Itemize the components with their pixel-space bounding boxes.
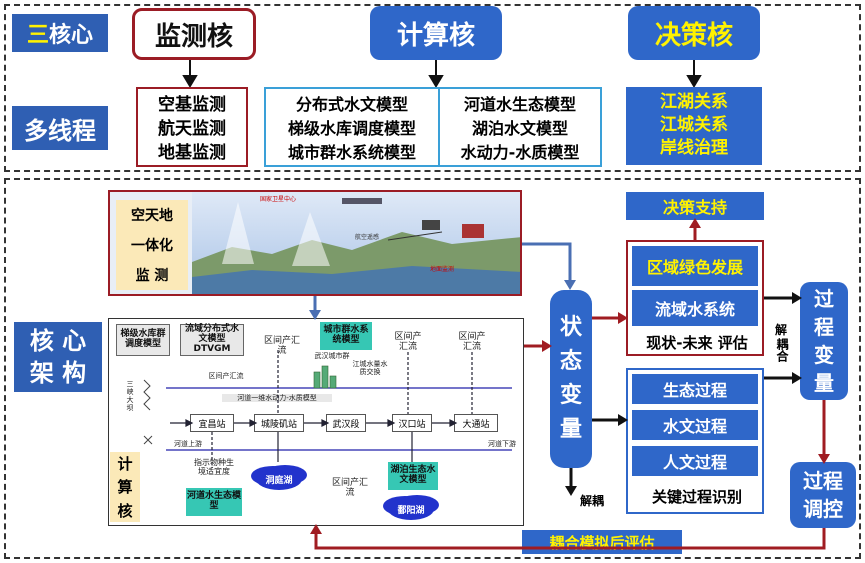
compute-item: 河道水生态模型 — [463, 95, 576, 114]
decision-item: 岸线治理 — [660, 138, 728, 158]
state-char: 变 — [559, 383, 582, 408]
compute-side-char: 核 — [117, 501, 133, 520]
process-control-line: 过程 — [803, 469, 843, 493]
three-char: 三 — [26, 23, 49, 48]
right-decouple-char: 解 — [774, 323, 787, 337]
interval-flow-label: 区间产汇流 — [263, 336, 300, 357]
monitor-side-label: 空天地 一体化 监 测 — [116, 200, 188, 290]
top-arrows — [182, 60, 702, 88]
state-char: 状 — [559, 315, 582, 340]
monitor-items-box: 空基监测 航天监测 地基监测 — [136, 87, 248, 167]
state-variable-box: 状 态 变 量 — [550, 290, 592, 468]
compute-side-char: 算 — [117, 478, 133, 497]
interval-flow-label: 区间产汇流 — [332, 478, 369, 499]
monitor-item: 地基监测 — [158, 143, 226, 163]
interval-flow-label: 区间产汇流 — [208, 372, 244, 380]
process-var-char: 过 — [814, 287, 834, 311]
river-upstream-label: 河道上游 — [174, 440, 202, 448]
compute-left-col: 分布式水文模型 梯级水库调度模型 城市群水系统模型 — [266, 89, 440, 165]
compute-core-box: 计算核 — [370, 6, 502, 60]
photo-label-satellite: 国家卫星中心 — [260, 196, 297, 203]
river-exchange-label: 江城水量水质交换 — [352, 360, 388, 377]
row-label-three-cores: 三核心 — [12, 14, 108, 52]
top-frame — [4, 4, 861, 172]
process-var-char: 量 — [814, 371, 834, 395]
compute-item: 城市群水系统模型 — [287, 143, 416, 162]
compute-item: 湖泊水文模型 — [471, 119, 568, 138]
monitor-item: 空基监测 — [158, 95, 226, 115]
poyang-lake-cloud: 鄱阳湖 — [388, 498, 434, 520]
monitor-side-line: 空天地 — [131, 208, 173, 224]
compute-item: 梯级水库调度模型 — [287, 119, 416, 138]
decision-items-box: 江湖关系 江城关系 岸线治理 — [626, 87, 762, 165]
compute-items-box: 分布式水文模型 梯级水库调度模型 城市群水系统模型 河道水生态模型 湖泊水文模型… — [264, 87, 602, 167]
station-hankou: 汉口站 — [392, 414, 432, 432]
core-architecture-label: 核 心 架 构 — [14, 322, 102, 392]
hydro-1d-label: 河道一维水动力-水质模型 — [222, 394, 332, 403]
process-var-char: 变 — [814, 343, 834, 367]
monitor-side-line: 一体化 — [131, 238, 173, 254]
key-process-label: 关键过程识别 — [651, 488, 742, 506]
core-label-line: 核 心 — [29, 327, 87, 355]
process-variables-box: 过 程 变 量 — [800, 282, 848, 400]
human-process-box: 人文过程 — [632, 446, 758, 476]
compute-side-char: 计 — [117, 455, 133, 474]
eco-process-box: 生态过程 — [632, 374, 758, 404]
interval-flow-label: 区间产汇流 — [458, 332, 486, 353]
current-future-label: 现状-未来 评估 — [646, 334, 748, 352]
process-var-char: 程 — [814, 315, 834, 339]
process-control-line: 调控 — [803, 497, 843, 521]
decision-core-box: 决策核 — [628, 6, 760, 60]
process-control-box: 过程 调控 — [790, 462, 856, 528]
assessment-group: 区域绿色发展 流域水系统 现状-未来 评估 — [626, 240, 764, 356]
bottom-frame — [4, 178, 861, 559]
right-coupling-text: 耦合 — [775, 338, 789, 362]
dtvgm-box: 流域分布式水文模型DTVGM — [180, 324, 244, 356]
reservoir-model-box: 梯级水库群调度模型 — [116, 324, 170, 356]
urban-model-box: 城市群水系统模型 — [320, 322, 372, 350]
lake-model-box: 湖泊生态水文模型 — [388, 462, 438, 490]
process-group: 生态过程 水文过程 人文过程 关键过程识别 — [626, 368, 764, 514]
regional-green-box: 区域绿色发展 — [632, 246, 758, 286]
photo-label-aerial: 航空遥感 — [355, 234, 380, 241]
monitor-item: 航天监测 — [158, 119, 226, 139]
decouple-label: 解耦 — [580, 494, 605, 508]
species-note-label: 指示物种生境适宜度 — [194, 458, 234, 477]
state-char: 量 — [559, 417, 582, 442]
photo-label-ground: 地面监测 — [430, 266, 455, 273]
interval-flow-label: 区间产汇流 — [394, 332, 422, 353]
compute-right-col: 河道水生态模型 湖泊水文模型 水动力-水质模型 — [440, 89, 600, 165]
right-decouple-label: 解 耦合 — [774, 322, 789, 362]
eco-model-box: 河道水生态模型 — [186, 488, 242, 516]
row-label-multithread: 多线程 — [12, 106, 108, 150]
decision-item: 江湖关系 — [660, 92, 728, 112]
state-char: 态 — [559, 349, 582, 374]
basin-water-box: 流域水系统 — [632, 290, 758, 326]
river-downstream-label: 河道下游 — [488, 440, 516, 448]
hydro-process-box: 水文过程 — [632, 410, 758, 440]
decision-support-box: 决策支持 — [626, 192, 764, 220]
monitor-panel: 空天地 一体化 监 测 国家卫星中心 航空遥感 地面监测 — [108, 190, 522, 296]
monitor-side-line: 监 测 — [135, 268, 169, 284]
compute-item: 分布式水文模型 — [295, 95, 408, 114]
cores-text: 核心 — [49, 23, 94, 48]
monitoring-landscape-illustration — [192, 192, 520, 294]
wuhan-cluster-label: 武汉城市群 — [314, 352, 350, 360]
monitor-core-box: 监测核 — [132, 8, 256, 60]
core-label-line: 架 构 — [29, 359, 87, 387]
dongting-lake-cloud: 洞庭湖 — [256, 468, 302, 490]
decision-item: 江城关系 — [660, 115, 728, 135]
compute-side-label: 计 算 核 — [110, 452, 140, 522]
three-gorges-label: 三峡大坝 — [126, 380, 134, 413]
compute-item: 水动力-水质模型 — [460, 143, 580, 162]
